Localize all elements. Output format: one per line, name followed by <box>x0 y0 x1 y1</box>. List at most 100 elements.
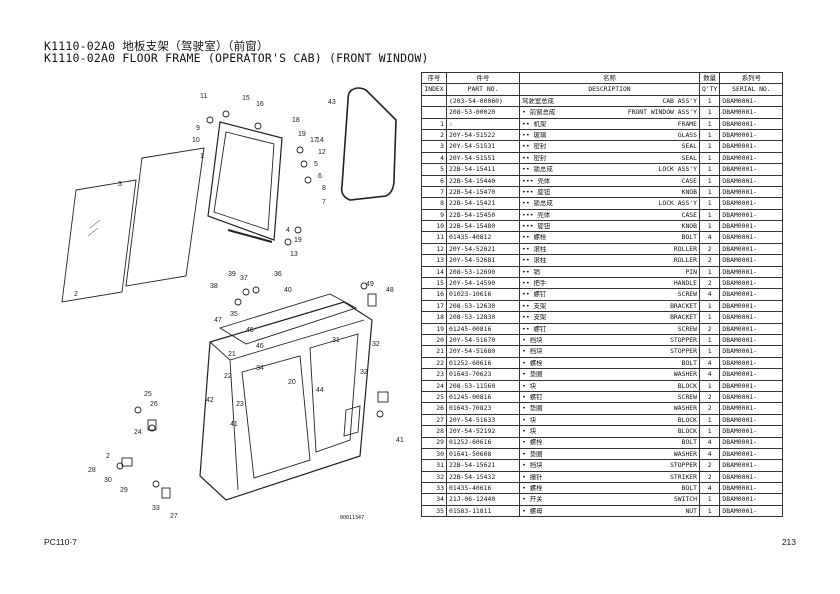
description-cn: •• 支架 <box>522 302 547 310</box>
description-cn: •• 滚柱 <box>522 257 547 264</box>
model-label: PC110-7 <box>44 537 77 547</box>
quantity-cell: 4 <box>698 447 721 461</box>
part-number-cell: 22B-54-15411 <box>446 163 520 176</box>
callout-number: 29 <box>120 487 128 494</box>
callout-number: 48 <box>386 287 394 294</box>
callout-number: 43 <box>328 99 336 106</box>
callout-number: 15 <box>242 95 250 102</box>
part-number-cell: 01245-00816 <box>446 322 520 336</box>
description-en: BRACKET <box>670 301 697 310</box>
callout-number: 42 <box>206 397 214 404</box>
description-en: KNOB <box>681 187 697 196</box>
description-cn: • 块 <box>522 428 537 435</box>
description-cn: ••• 壳体 <box>522 177 551 184</box>
description-cn: • 前窗总成 <box>522 109 556 116</box>
quantity-cell: 1 <box>698 117 721 130</box>
description-cn: •• 销 <box>522 268 540 276</box>
part-number-cell: 22B-54-15421 <box>446 197 520 210</box>
page-title-en: K1110-02A0 FLOOR FRAME (OPERATOR'S CAB) … <box>44 51 429 65</box>
description-cn: • 挡块 <box>522 462 543 469</box>
part-number-cell: 20Y-54-51531 <box>446 140 520 153</box>
part-number-cell: 20Y-54-51633 <box>446 413 520 427</box>
description-cn: • 垫圈 <box>522 450 543 458</box>
callout-number: 35 <box>230 311 238 318</box>
part-number-cell: 01641-50608 <box>446 447 520 461</box>
quantity-cell: 2 <box>698 277 721 290</box>
quantity-cell: 1 <box>698 106 721 119</box>
description-cn: •• 锁总成 <box>522 166 553 173</box>
part-number-cell: 208-53-12830 <box>446 311 520 324</box>
index-cell: 3 <box>421 140 447 153</box>
description-en: WASHER <box>673 449 697 458</box>
quantity-cell: 4 <box>698 368 721 381</box>
part-number-cell: 01435-40812 <box>446 231 520 244</box>
part-number-cell: 208-53-12630 <box>446 299 520 313</box>
serial-cell: DBAM0001- <box>719 151 784 165</box>
callout-number: 46 <box>256 343 264 350</box>
description-en: ROLLER <box>673 244 697 253</box>
index-cell <box>421 106 447 119</box>
quantity-cell: 1 <box>698 220 721 233</box>
quantity-cell: 1 <box>698 94 721 108</box>
quantity-cell: 4 <box>698 231 721 244</box>
description-cn: • 挡块 <box>522 348 543 355</box>
page-title-cn: K1110-02A0 地板支架（驾驶室）（前窗） <box>44 39 269 53</box>
serial-cell: DBAM0001- <box>719 493 784 506</box>
description-en: PIN <box>685 267 697 276</box>
part-number-cell: 22B-54-15432 <box>446 470 520 484</box>
quantity-cell: 2 <box>698 402 721 415</box>
part-number-cell: 20Y-54-52192 <box>446 425 520 438</box>
serial-cell: DBAM0001- <box>719 504 784 518</box>
quantity-cell: 4 <box>698 288 721 301</box>
part-number-cell: 20Y-54-51551 <box>446 151 520 165</box>
quantity-cell: 1 <box>698 311 721 324</box>
description-cn: • 螺母 <box>522 507 543 515</box>
serial-cell: DBAM0001- <box>719 311 784 324</box>
callout-number: 28 <box>88 467 96 474</box>
quantity-cell: 2 <box>698 470 721 484</box>
quantity-cell: 1 <box>698 265 721 279</box>
callout-number: 19 <box>294 237 302 244</box>
serial-cell: DBAM0001- <box>719 128 784 142</box>
part-number-cell: 01583-11811 <box>446 504 520 518</box>
part-number-cell: 22B-54-15440 <box>446 174 520 187</box>
callout-number: 45 <box>246 327 254 334</box>
callout-number: 49 <box>366 281 374 288</box>
description-cn: ••• 壳体 <box>522 211 551 219</box>
quantity-cell: 1 <box>698 185 721 199</box>
serial-cell: DBAM0001- <box>719 242 784 256</box>
index-cell: 33 <box>421 482 447 495</box>
callout-number: 31 <box>332 337 340 344</box>
serial-cell: DBAM0001- <box>719 117 784 130</box>
serial-cell: DBAM0001- <box>719 333 784 347</box>
serial-cell: DBAM0001- <box>719 390 784 404</box>
description-en: LOCK ASS'Y <box>658 199 697 208</box>
index-cell: 12 <box>421 242 447 256</box>
part-number-cell: 20Y-54-51680 <box>446 345 520 358</box>
serial-cell: DBAM0001- <box>719 140 784 153</box>
serial-cell: DBAM0001- <box>719 470 784 484</box>
description-cn: •• 把手 <box>522 280 547 287</box>
description-cn: •• 支架 <box>522 314 547 321</box>
description-cn: • 螺栓 <box>522 485 543 492</box>
description-cn: •• 机架 <box>522 120 547 127</box>
